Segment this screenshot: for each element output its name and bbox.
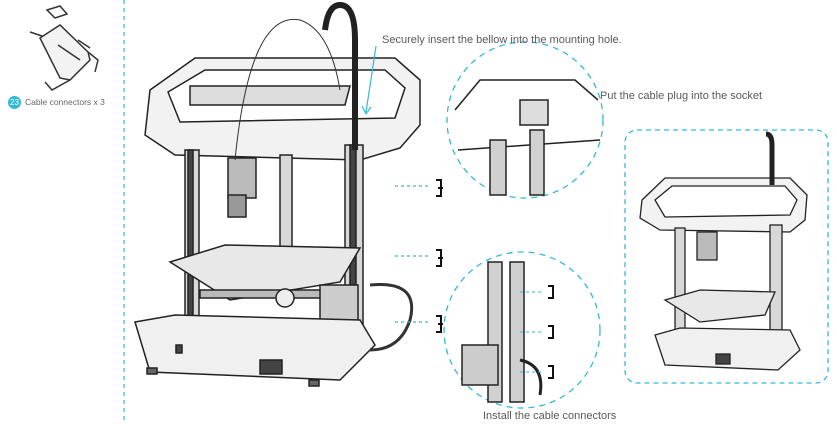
- bellow-tube: [322, 1, 358, 150]
- cable-connector-part-image: [29, 5, 99, 91]
- bellow-arrow: [365, 45, 377, 113]
- part-label-text: Cable connectors x 3: [25, 96, 105, 107]
- result-printer: [639, 177, 808, 371]
- main-printer: [134, 57, 421, 387]
- cable-line: [369, 282, 413, 352]
- connector-glyphs: [436, 179, 443, 333]
- callout-number-badge: 23: [8, 96, 21, 109]
- part-label-row: 23 Cable connectors x 3: [8, 96, 105, 109]
- filament-line: [234, 18, 341, 161]
- caption-bellow: Securely insert the bellow into the moun…: [382, 34, 622, 46]
- detail-circle-plug: [446, 41, 604, 199]
- caption-connectors: Install the cable connectors: [483, 410, 617, 422]
- detail-circle-connectors: [443, 251, 601, 409]
- caption-plug: Put the cable plug into the socket: [600, 90, 763, 102]
